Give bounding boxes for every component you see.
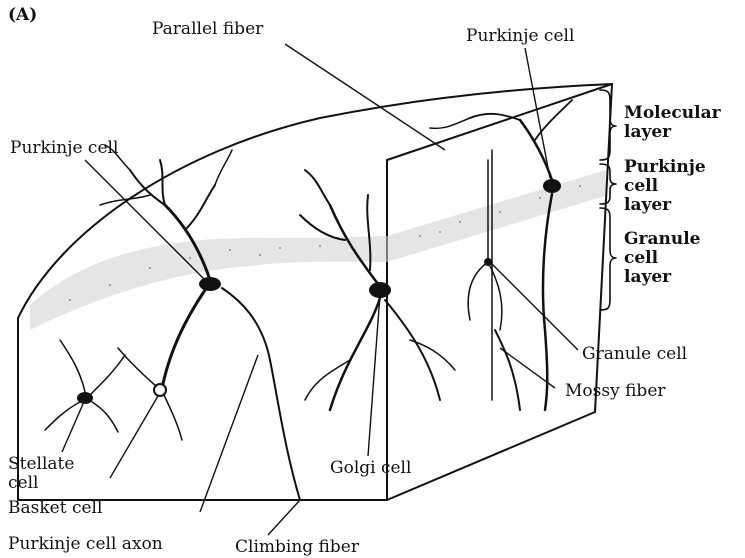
label-purkinje-layer-2: cell xyxy=(624,176,659,196)
golgi-cell-drawing xyxy=(300,170,455,410)
granule-band xyxy=(30,170,606,330)
leader-purkinje-axon xyxy=(200,355,258,512)
label-molecular-layer-2: layer xyxy=(624,122,672,142)
granule-mossy-drawing xyxy=(468,150,520,410)
label-purkinje-cell-left: Purkinje cell xyxy=(10,138,118,158)
label-basket-cell: Basket cell xyxy=(8,498,102,518)
granule-band-side xyxy=(387,170,606,262)
label-purkinje-cell-axon: Purkinje cell axon xyxy=(8,534,163,554)
label-mossy-fiber: Mossy fiber xyxy=(565,381,666,401)
label-purkinje-layer-1: Purkinje xyxy=(624,157,706,177)
purkinje-cell-left-drawing xyxy=(100,145,300,500)
leader-parallel-fiber xyxy=(285,44,445,150)
label-purkinje-layer-3: layer xyxy=(624,195,672,215)
block-top-edge xyxy=(387,84,612,160)
label-climbing-fiber: Climbing fiber xyxy=(235,537,360,557)
label-parallel-fiber: Parallel fiber xyxy=(152,19,264,39)
purkinje-cell-right-drawing xyxy=(430,100,572,410)
block-bottom-right-edge xyxy=(387,412,595,500)
label-golgi-cell: Golgi cell xyxy=(330,458,411,478)
label-stellate-cell-1: Stellate xyxy=(8,454,74,474)
label-molecular-layer-1: Molecular xyxy=(624,103,722,123)
label-granule-layer-1: Granule xyxy=(624,229,701,249)
leader-climbing-fiber xyxy=(268,500,300,535)
label-stellate-cell-2: cell xyxy=(8,473,38,493)
label-granule-layer-2: cell xyxy=(624,248,659,268)
stellate-basket-drawing xyxy=(45,340,182,440)
leader-granule-cell xyxy=(492,264,578,350)
leader-basket-cell xyxy=(110,396,158,478)
label-granule-cell: Granule cell xyxy=(582,344,687,364)
label-granule-layer-3: layer xyxy=(624,267,672,287)
label-purkinje-cell-top: Purkinje cell xyxy=(466,26,574,46)
panel-label: (A) xyxy=(8,5,37,25)
leader-golgi-cell xyxy=(368,295,380,456)
